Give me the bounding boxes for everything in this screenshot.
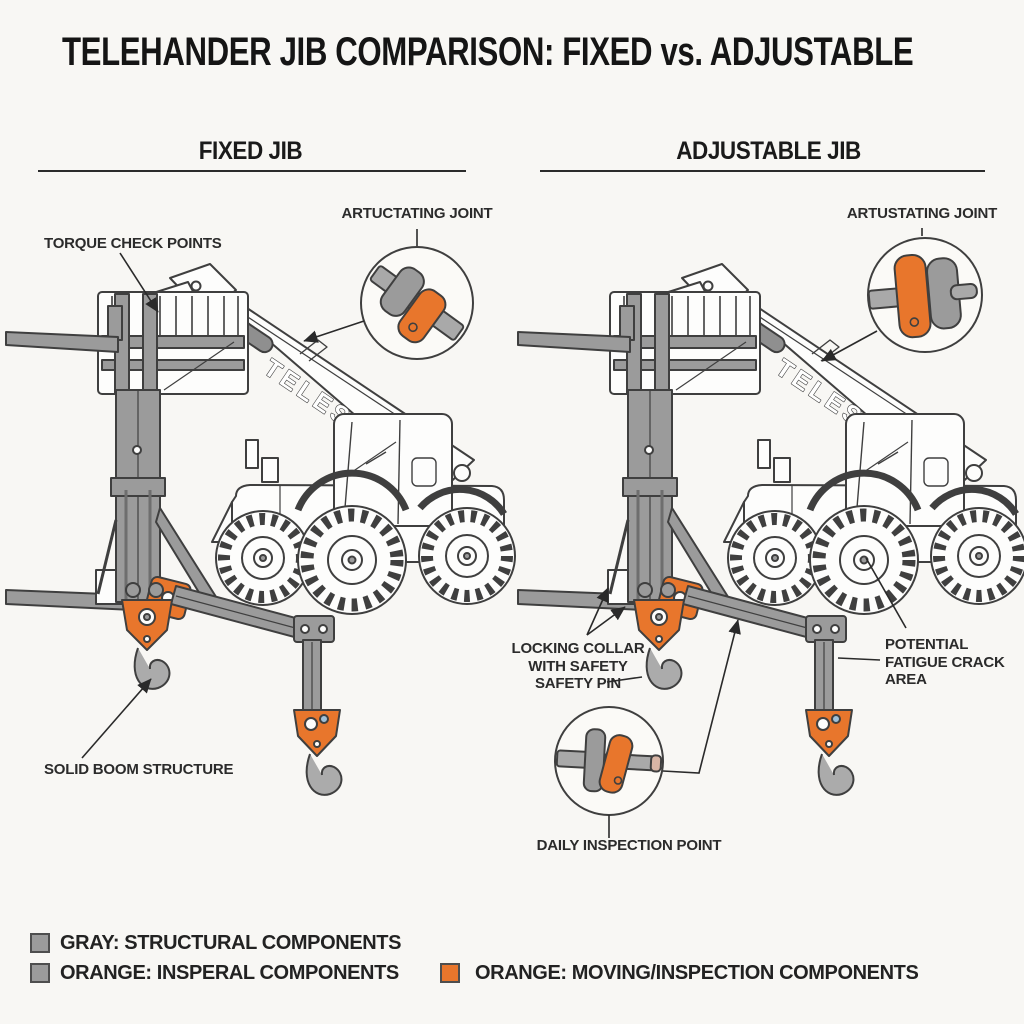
- adjustable-joint-label: ARTUSTATING JOINT: [846, 205, 998, 222]
- solid-boom-label: SOLID BOOM STRUCTURE: [44, 761, 234, 778]
- legend-swatch-orange: [440, 963, 460, 983]
- fixed-jib-header: FIXED JIB: [198, 137, 302, 165]
- legend-label-moving: ORANGE: MOVING/INSPECTION COMPONENTS: [475, 962, 919, 984]
- page-title: TELEHANDER JIB COMPARISON: FIXED vs. ADJ…: [62, 30, 914, 74]
- adjustable-joint-callout: [867, 237, 983, 353]
- fixed-leader-lines: [81, 229, 418, 759]
- fixed-joint-label: ARTUCTATING JOINT: [341, 205, 493, 222]
- locking-collar-line1: LOCKING COLLAR: [511, 640, 645, 657]
- daily-inspection-label: DAILY INSPECTION POINT: [536, 837, 722, 854]
- fatigue-crack-label: POTENTIAL FATIGUE CRACK AREA: [885, 636, 1015, 689]
- adjustable-leader-lines: [586, 228, 923, 838]
- fixed-joint-callout: [360, 246, 474, 360]
- locking-collar-label: LOCKING COLLAR WITH SAFETY SAFETY PIN: [498, 640, 658, 693]
- torque-check-label: TORQUE CHECK POINTS: [44, 235, 222, 252]
- legend-swatch-gray-2: [30, 963, 50, 983]
- fatigue-line2: FATIGUE CRACK: [885, 653, 1005, 671]
- locking-collar-line3: SAFETY PIN: [534, 675, 622, 692]
- legend-label-insperal: ORANGE: INSPERAL COMPONENTS: [60, 962, 399, 984]
- inspection-callout: [554, 706, 664, 816]
- locking-collar-line2: WITH SAFETY: [528, 657, 628, 675]
- fixed-header-rule: [38, 170, 466, 172]
- fatigue-line3: AREA: [885, 671, 927, 688]
- fatigue-line1: POTENTIAL: [885, 636, 969, 653]
- legend-label-structural: GRAY: STRUCTURAL COMPONENTS: [60, 932, 402, 954]
- adjustable-jib-header: ADJUSTABLE JIB: [676, 137, 862, 165]
- adjustable-header-rule: [540, 170, 985, 172]
- comparison-illustration: TELESCRO: [0, 228, 1024, 838]
- legend-swatch-gray: [30, 933, 50, 953]
